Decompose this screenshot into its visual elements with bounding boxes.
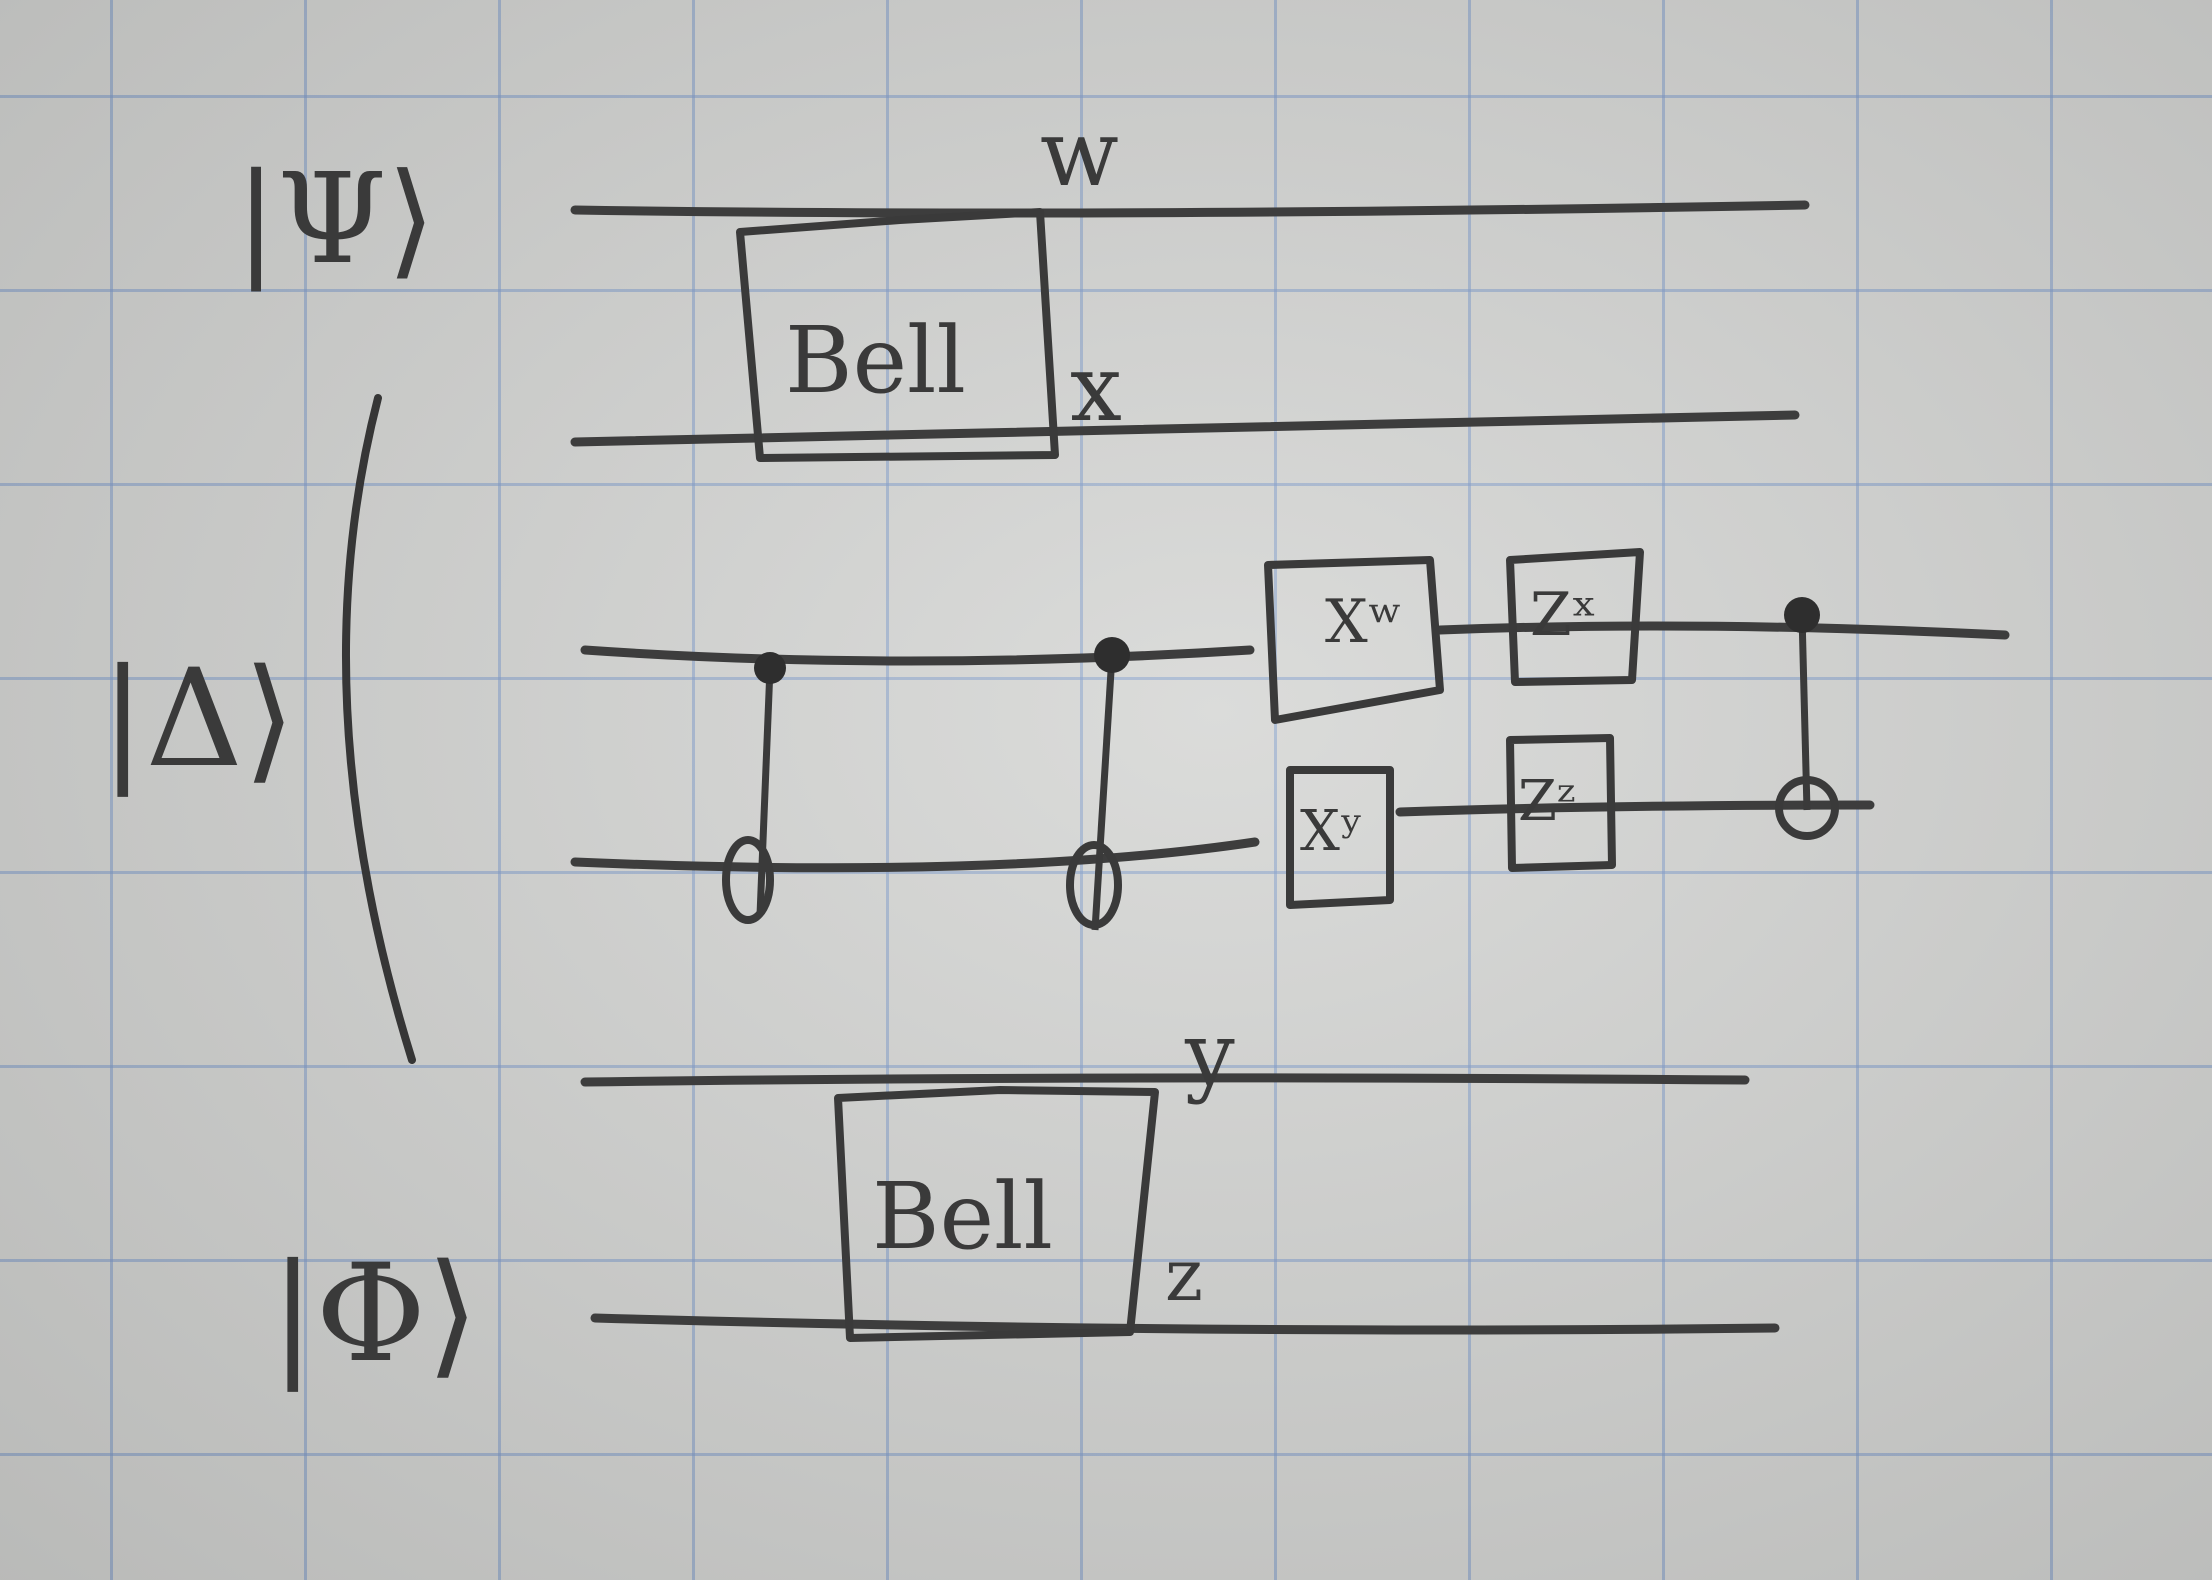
- cnot-3-target: [1775, 776, 1839, 840]
- xw-gate-box: [1264, 556, 1444, 724]
- ket-delta: |Δ⟩: [100, 640, 296, 797]
- wire-4: [570, 800, 1875, 873]
- wire-2: [570, 410, 1800, 447]
- bell-bottom-label: Bell: [872, 1163, 1053, 1270]
- ket-psi: |Ψ⟩: [235, 147, 436, 292]
- bell-top-label: Bell: [785, 307, 966, 414]
- ket-phi: |Φ⟩: [270, 1235, 479, 1392]
- wire-1: [570, 200, 1810, 218]
- xw-gate-label: Xʷ: [1325, 587, 1403, 657]
- xy-gate-label: Xʸ: [1300, 799, 1364, 864]
- zx-gate-label: Zˣ: [1530, 580, 1597, 650]
- cnot-3-control: [1784, 597, 1820, 633]
- cnot-1-target: [722, 836, 774, 924]
- cnot-1-control: [754, 652, 786, 684]
- zz-gate-label: Zᶻ: [1518, 769, 1575, 834]
- cnot-1-line: [756, 667, 774, 916]
- label-z: z: [1165, 1233, 1203, 1317]
- zz-gate-box: [1506, 734, 1616, 872]
- label-x: x: [1070, 335, 1122, 442]
- wire-5: [580, 1073, 1750, 1087]
- cnot-2-line: [1091, 654, 1116, 931]
- cnot-2-control: [1094, 637, 1130, 673]
- cnot-2-target: [1066, 841, 1122, 929]
- label-y: y: [1184, 1003, 1235, 1106]
- label-w: w: [1040, 100, 1119, 207]
- xy-gate-box: [1286, 766, 1394, 909]
- wire-6: [590, 1313, 1780, 1335]
- zx-gate-box: [1506, 548, 1644, 686]
- delta-bracket: [341, 394, 416, 1064]
- bell-bottom-box: [834, 1086, 1159, 1342]
- wire-3: [580, 621, 2010, 666]
- bell-top-box: [736, 208, 1059, 462]
